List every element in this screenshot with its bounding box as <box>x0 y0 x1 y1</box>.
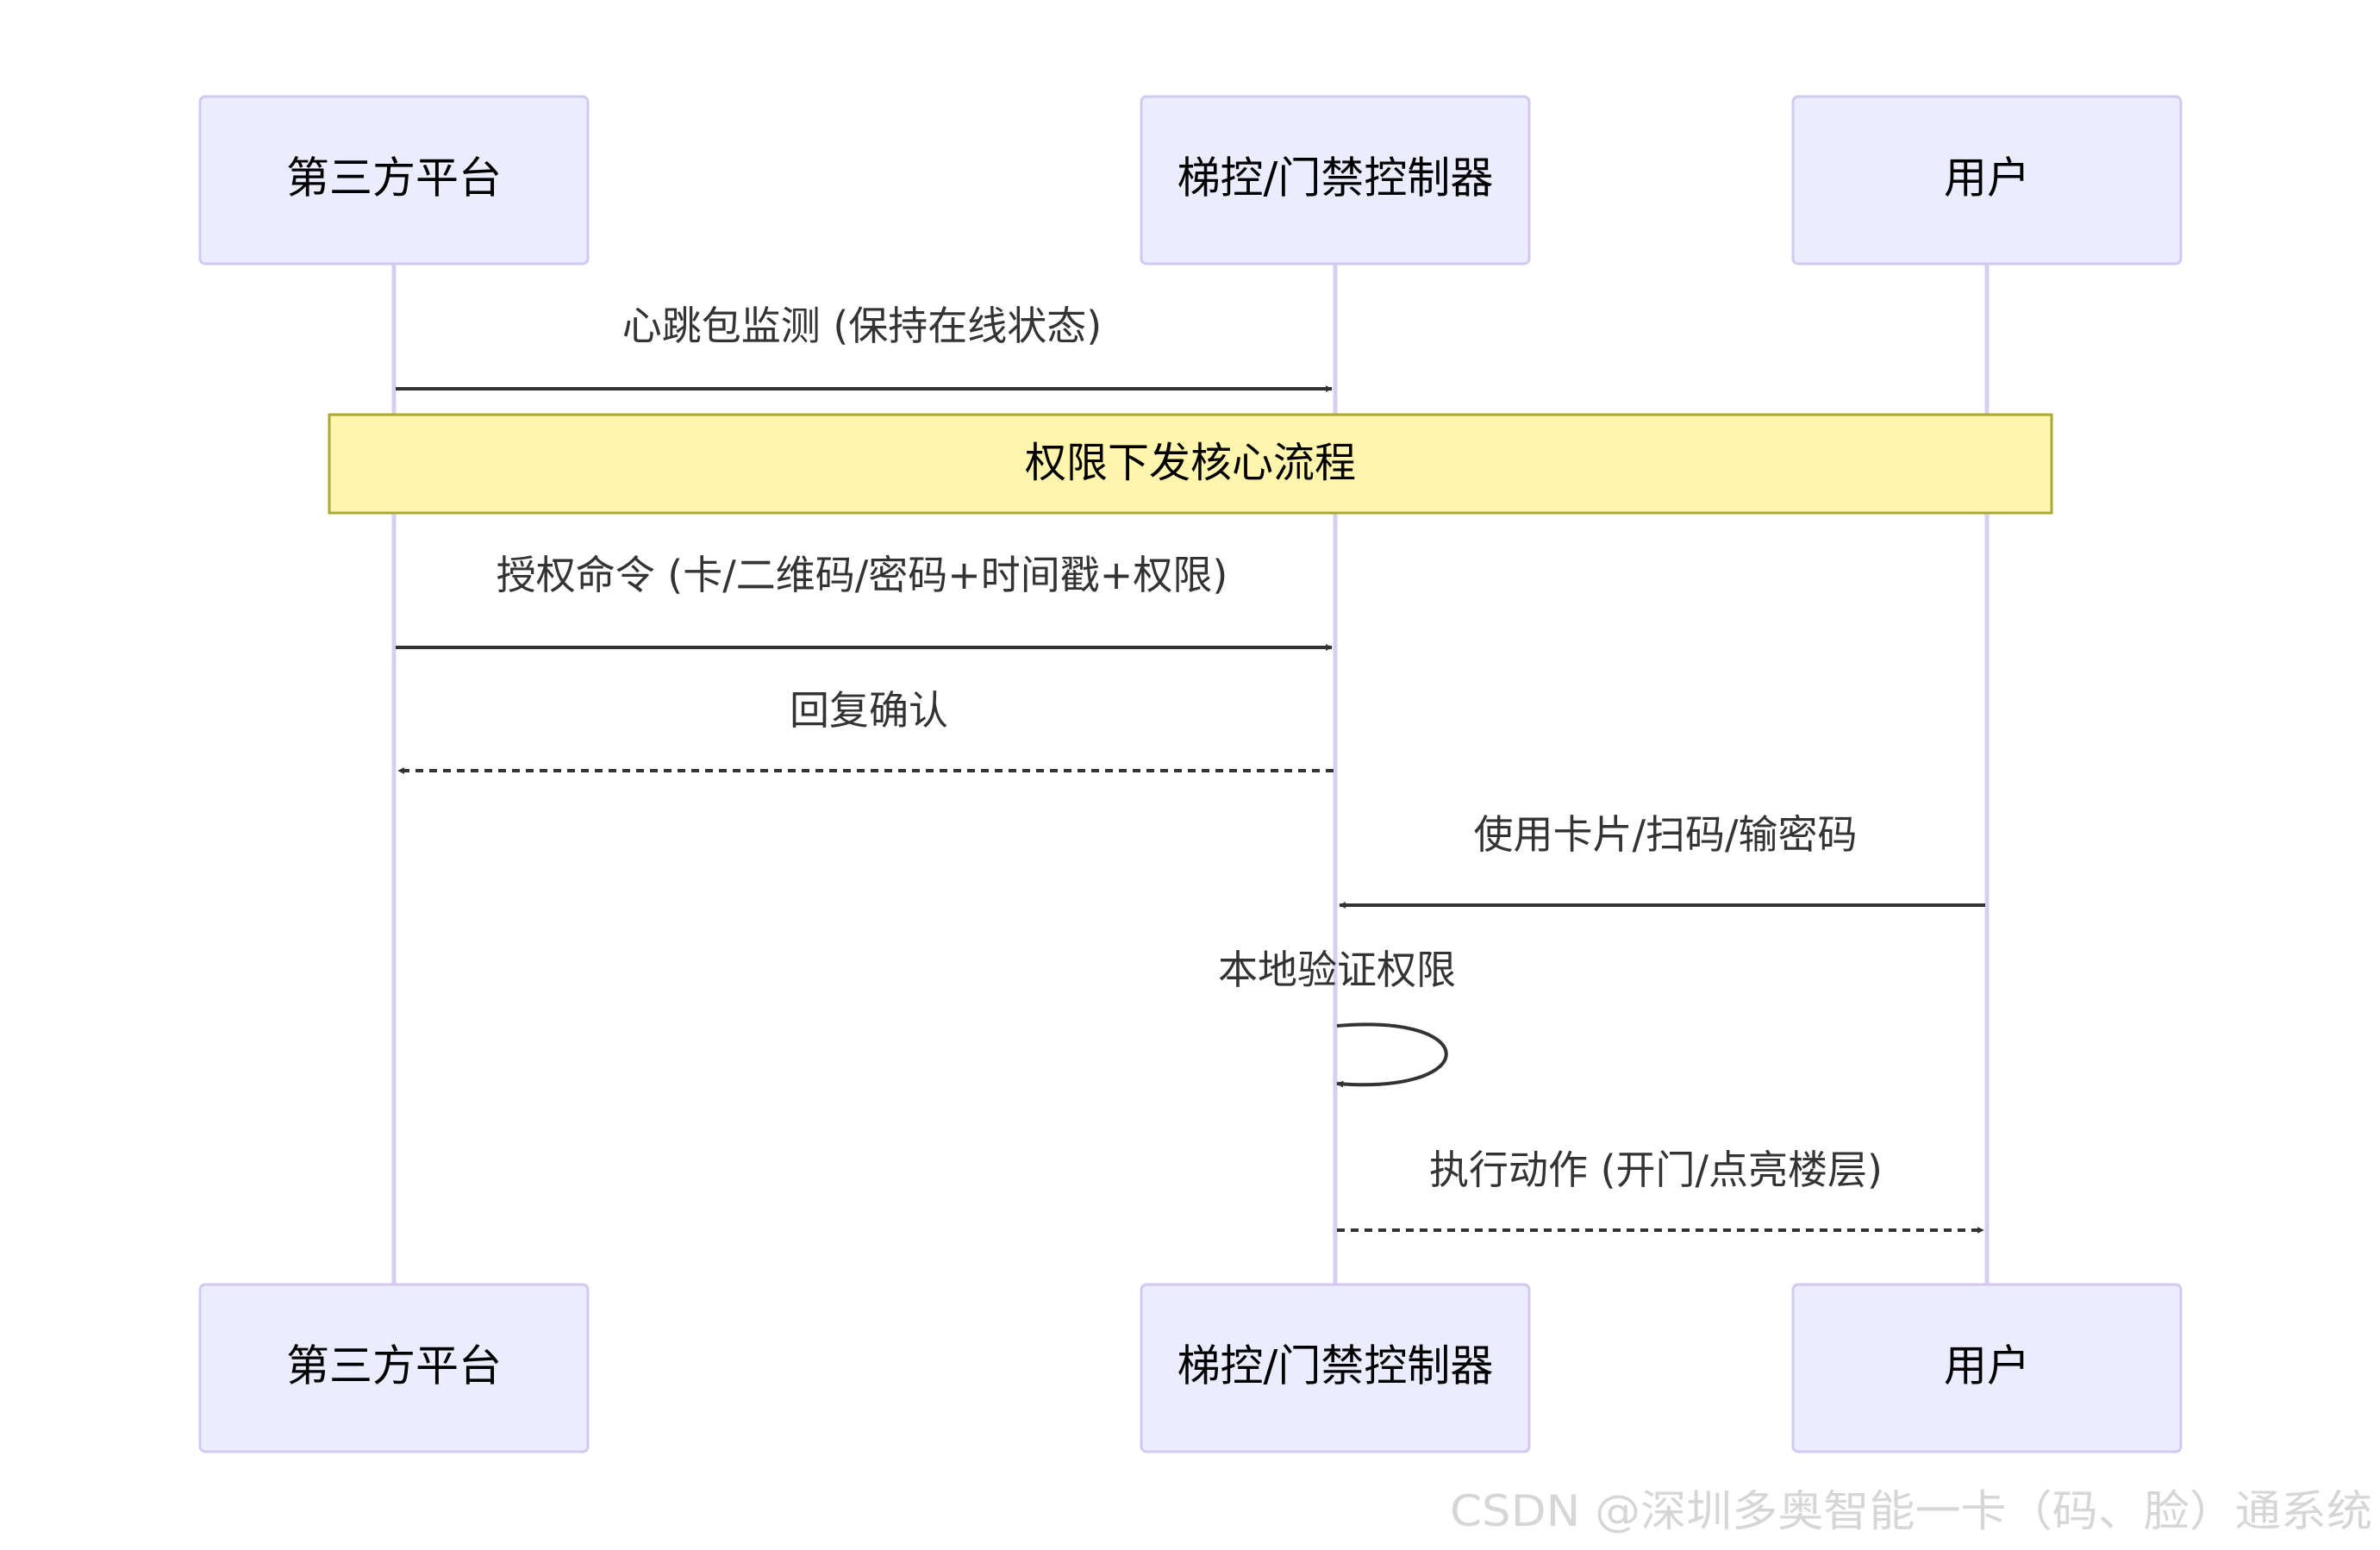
message-user-credential: 使用卡片/扫码/输密码 <box>1339 811 1985 909</box>
message-authorization-command: 授权命令 (卡/二维码/密码+时间戳+权限) <box>396 552 1333 651</box>
message-label: 回复确认 <box>790 687 948 734</box>
message-label: 本地验证权限 <box>1218 947 1456 993</box>
actor-label: 第三方平台 <box>286 153 502 203</box>
actor-controller-bottom: 梯控/门禁控制器 <box>1140 1283 1531 1453</box>
note-label: 权限下发核心流程 <box>1025 439 1356 487</box>
message-execute-action: 执行动作 (开门/点亮楼层) <box>1337 1147 1984 1234</box>
actor-label: 梯控/门禁控制器 <box>1178 153 1494 203</box>
actor-label: 梯控/门禁控制器 <box>1178 1341 1494 1391</box>
message-label: 授权命令 (卡/二维码/密码+时间戳+权限) <box>497 552 1228 598</box>
actor-user-top: 用户 <box>1791 95 2183 266</box>
message-label: 心跳包监测 (保持在线状态) <box>622 303 1103 349</box>
message-label: 使用卡片/扫码/输密码 <box>1474 811 1858 858</box>
watermark: CSDN @深圳多奥智能一卡（码、脸）通系统 <box>1450 1486 2372 1536</box>
message-reply-confirmation: 回复确认 <box>397 687 1334 774</box>
actor-platform-bottom: 第三方平台 <box>198 1283 590 1453</box>
actor-user-bottom: 用户 <box>1791 1283 2183 1453</box>
actor-label: 第三方平台 <box>286 1341 502 1391</box>
actor-platform-top: 第三方平台 <box>198 95 590 266</box>
actor-label: 用户 <box>1944 153 2030 203</box>
actor-label: 用户 <box>1944 1341 2030 1391</box>
message-heartbeat: 心跳包监测 (保持在线状态) <box>396 303 1333 392</box>
message-label: 执行动作 (开门/点亮楼层) <box>1429 1147 1883 1193</box>
note-core-flow: 权限下发核心流程 <box>328 413 2053 515</box>
message-local-verify: 本地验证权限 <box>1218 947 1456 1088</box>
actor-controller-top: 梯控/门禁控制器 <box>1140 95 1531 266</box>
message-arrow <box>1336 1022 1448 1088</box>
